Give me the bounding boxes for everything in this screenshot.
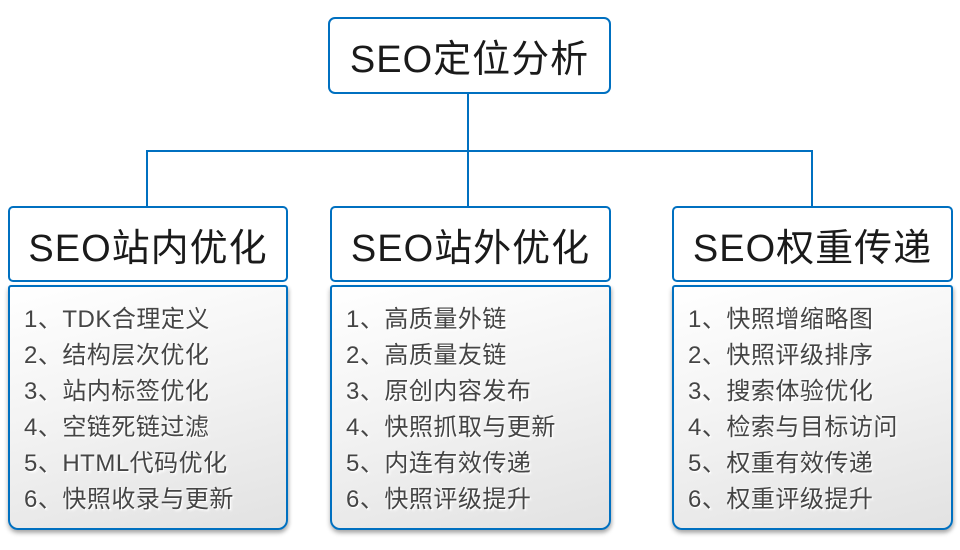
connector-drop-right: [811, 150, 813, 207]
branch-3-header: SEO权重传递: [672, 206, 953, 282]
list-item: 4、检索与目标访问: [688, 414, 898, 441]
list-item: 1、TDK合理定义: [24, 306, 210, 333]
list-item: 4、空链死链过滤: [24, 414, 210, 441]
connector-main-rail: [146, 150, 813, 152]
branch-1-title: SEO站内优化: [28, 227, 268, 270]
connector-drop-middle: [467, 150, 469, 207]
branch-2-title: SEO站外优化: [350, 227, 591, 270]
list-item: 6、快照收录与更新: [24, 486, 234, 513]
connector-root-stem: [467, 94, 469, 151]
list-item: 3、搜索体验优化: [688, 378, 874, 405]
branch-3-title: SEO权重传递: [692, 227, 933, 270]
list-item: 5、内连有效传递: [346, 450, 532, 477]
branch-2-header: SEO站外优化: [330, 206, 611, 282]
branch-2-list: 1、高质量外链 2、高质量友链 3、原创内容发布 4、快照抓取与更新 5、内连有…: [330, 285, 611, 530]
list-item: 6、权重评级提升: [688, 486, 874, 513]
list-item: 2、快照评级排序: [688, 342, 874, 369]
list-item: 5、权重有效传递: [688, 450, 874, 477]
branch-1-list: 1、TDK合理定义 2、结构层次优化 3、站内标签优化 4、空链死链过滤 5、H…: [8, 285, 288, 530]
list-item: 4、快照抓取与更新: [346, 414, 556, 441]
list-item: 3、站内标签优化: [24, 378, 210, 405]
root-node: SEO定位分析: [328, 17, 611, 94]
list-item: 5、HTML代码优化: [24, 450, 228, 477]
list-item: 1、高质量外链: [346, 306, 507, 333]
list-item: 3、原创内容发布: [346, 378, 532, 405]
branch-3-list: 1、快照增缩略图 2、快照评级排序 3、搜索体验优化 4、检索与目标访问 5、权…: [672, 285, 953, 530]
connector-drop-left: [146, 150, 148, 207]
root-node-title: SEO定位分析: [349, 39, 590, 81]
branch-1-header: SEO站内优化: [8, 206, 288, 282]
list-item: 6、快照评级提升: [346, 486, 532, 513]
list-item: 2、高质量友链: [346, 342, 507, 369]
list-item: 1、快照增缩略图: [688, 306, 874, 333]
list-item: 2、结构层次优化: [24, 342, 210, 369]
